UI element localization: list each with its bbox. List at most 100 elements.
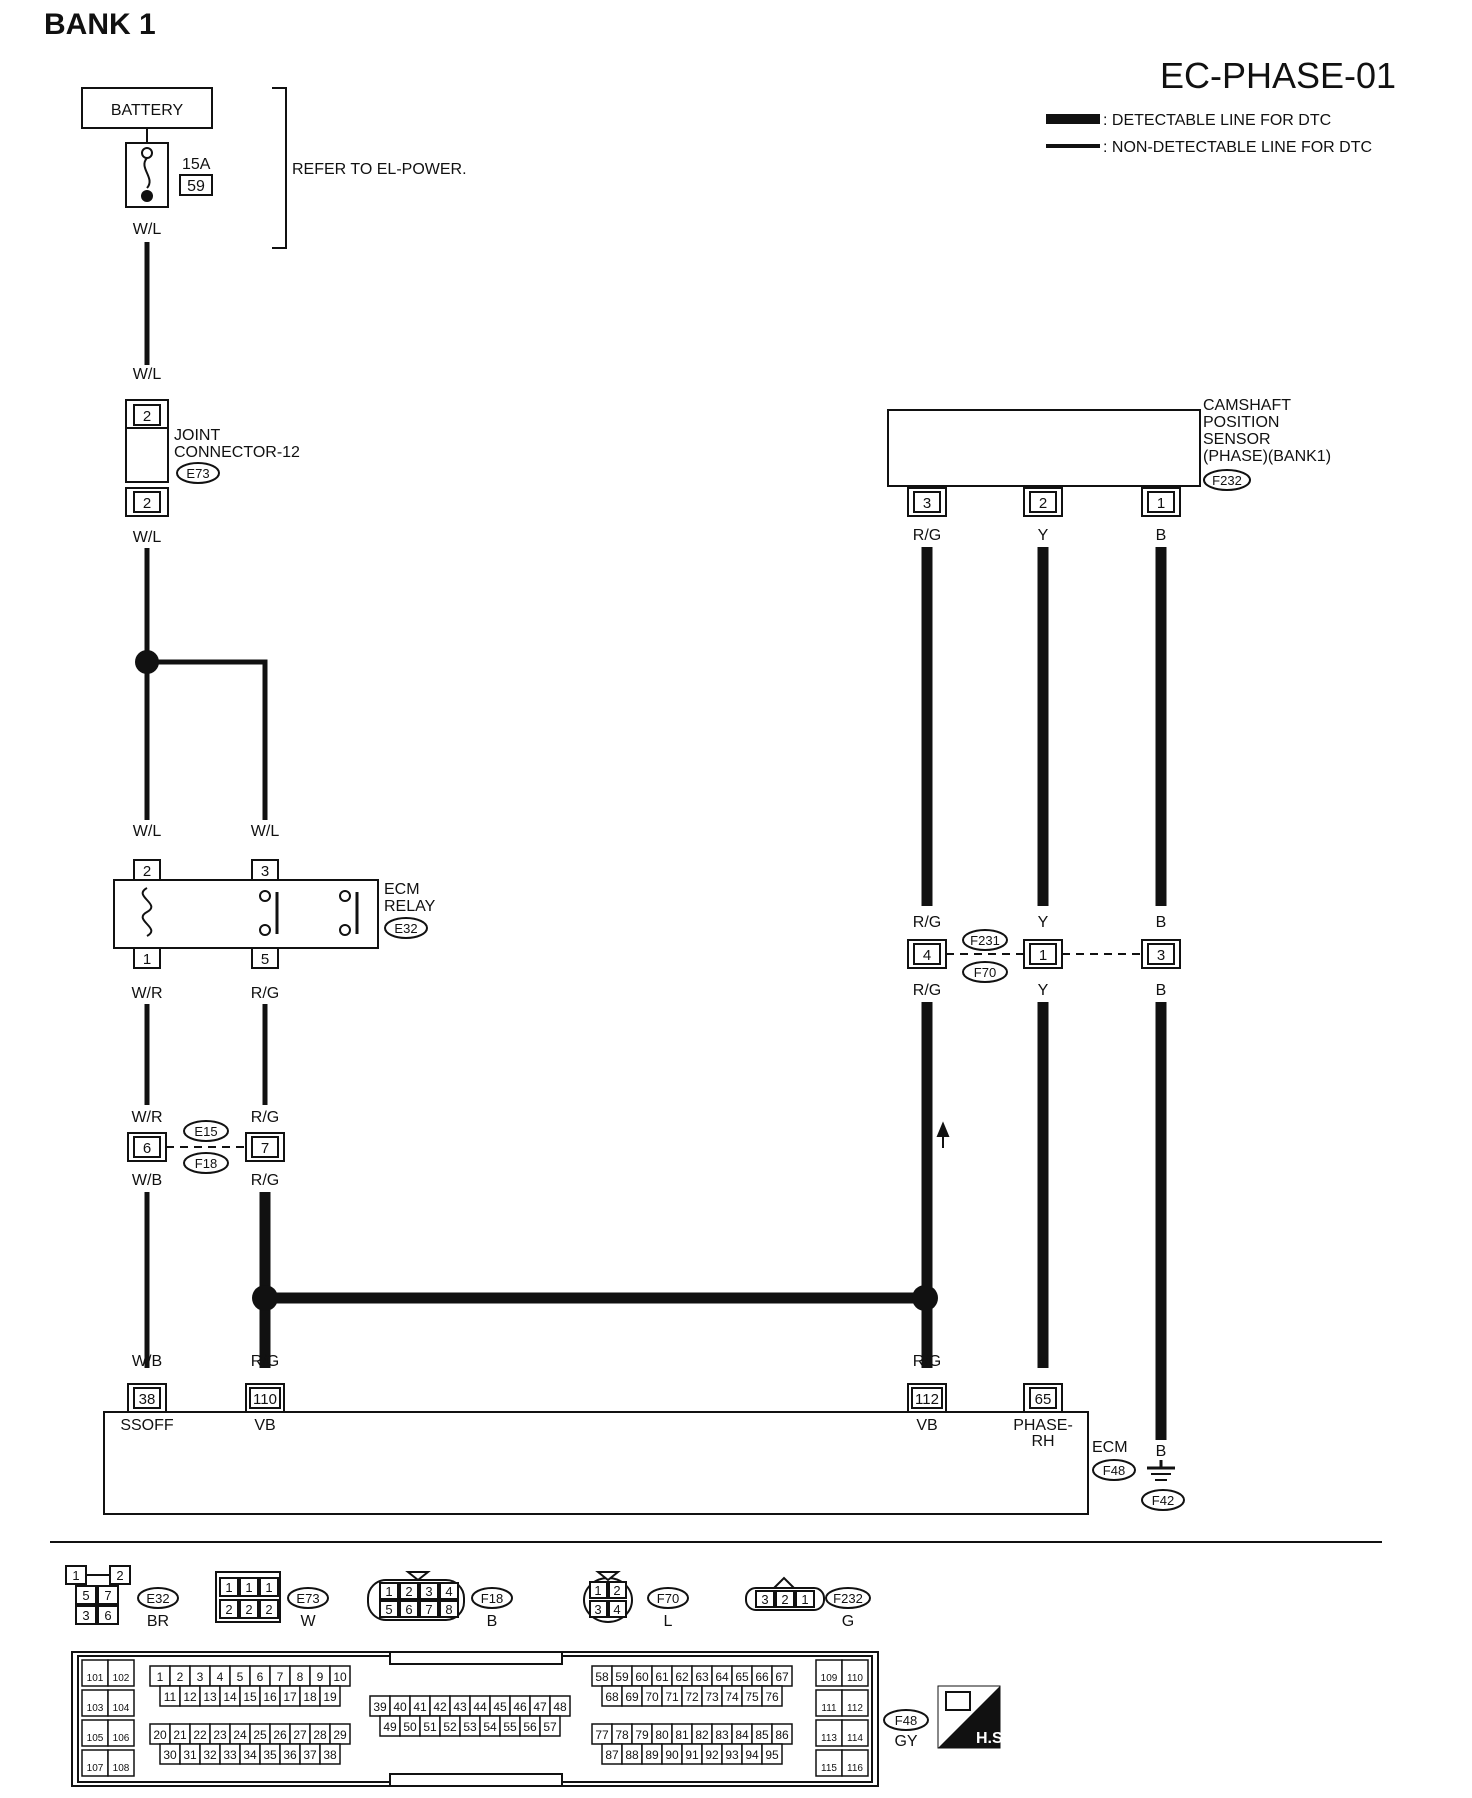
svg-text:7: 7 xyxy=(425,1602,432,1617)
pin-cell xyxy=(319,1743,341,1765)
joint-connector: 2 2 xyxy=(125,399,169,517)
svg-text:1: 1 xyxy=(594,1583,601,1598)
connector-id: E15 xyxy=(194,1124,217,1139)
connector-view-f18: 1 2 3 4 5 6 7 8 F18 B xyxy=(367,1571,513,1630)
pin-number: 65 xyxy=(735,1670,749,1684)
svg-text:4: 4 xyxy=(613,1602,620,1617)
pin-number: 45 xyxy=(493,1700,507,1714)
connector-pin: 65 xyxy=(1035,1391,1052,1408)
svg-text:1: 1 xyxy=(225,1580,232,1595)
legend-non-detectable: : NON-DETECTABLE LINE FOR DTC xyxy=(1103,139,1372,156)
svg-text:3: 3 xyxy=(82,1608,89,1623)
svg-text:1: 1 xyxy=(385,1584,392,1599)
pin-number: 33 xyxy=(223,1748,237,1762)
connector-pin: 1 xyxy=(143,951,151,968)
pin-number: 72 xyxy=(685,1690,699,1704)
pin-number: 59 xyxy=(615,1670,629,1684)
connector-pin: 1 xyxy=(1157,495,1165,512)
pin-number: 18 xyxy=(303,1690,317,1704)
pin-cell xyxy=(107,1689,135,1717)
connector-color: BR xyxy=(147,1613,169,1630)
pin-number: 15 xyxy=(243,1690,257,1704)
terminal-name: PHASE- xyxy=(1013,1417,1073,1434)
pin-number: 2 xyxy=(177,1670,184,1684)
sensor-name: SENSOR xyxy=(1203,431,1271,448)
wire-color: W/B xyxy=(132,1353,162,1370)
wire-color: R/G xyxy=(251,1172,279,1189)
svg-text:2: 2 xyxy=(265,1602,272,1617)
joint-name: CONNECTOR-12 xyxy=(174,444,300,461)
pin-number: 113 xyxy=(821,1733,837,1744)
connector-color: L xyxy=(664,1613,673,1630)
pin-number: 24 xyxy=(233,1728,247,1742)
pin-number: 73 xyxy=(705,1690,719,1704)
svg-text:2: 2 xyxy=(613,1583,620,1598)
connector-view-e73: 1 1 1 2 2 2 E73 W xyxy=(215,1571,329,1630)
pin-cell xyxy=(81,1719,109,1747)
wire-color: Y xyxy=(1038,982,1049,999)
pin-number: 93 xyxy=(725,1748,739,1762)
connector-view-e32: 1 2 5 7 3 6 E32 BR xyxy=(65,1565,179,1630)
wire-color: Y xyxy=(1038,527,1049,544)
pin-number: 68 xyxy=(605,1690,619,1704)
refer-note: REFER TO EL-POWER. xyxy=(292,161,467,178)
pin-number: 62 xyxy=(675,1670,689,1684)
pin-number: 91 xyxy=(685,1748,699,1762)
connector-pin: 5 xyxy=(261,951,269,968)
connector-id: E73 xyxy=(186,466,209,481)
connector-pin: 3 xyxy=(923,495,931,512)
pin-number: 80 xyxy=(655,1728,669,1742)
wire-color: W/L xyxy=(133,221,162,238)
pin-cell xyxy=(761,1743,783,1765)
pin-number: 35 xyxy=(263,1748,277,1762)
pin-number: 52 xyxy=(443,1720,457,1734)
wire-color: W/B xyxy=(132,1172,162,1189)
pin-cell xyxy=(815,1749,843,1777)
pin-cell xyxy=(539,1715,561,1737)
pin-number: 42 xyxy=(433,1700,447,1714)
svg-text:7: 7 xyxy=(104,1588,111,1603)
pin-number: 78 xyxy=(615,1728,629,1742)
connector-pin: 3 xyxy=(261,863,269,880)
pin-number: 9 xyxy=(317,1670,324,1684)
pin-number: 64 xyxy=(715,1670,729,1684)
wire-color: R/G xyxy=(913,1353,941,1370)
wire-color: R/G xyxy=(913,982,941,999)
pin-number: 108 xyxy=(113,1763,130,1774)
pin-number: 82 xyxy=(695,1728,709,1742)
bracket xyxy=(272,87,287,249)
relay-name: ECM xyxy=(384,881,420,898)
connector-id: E32 xyxy=(146,1591,169,1606)
wire-color: R/G xyxy=(913,914,941,931)
svg-text:2: 2 xyxy=(116,1568,123,1583)
legend-detectable: : DETECTABLE LINE FOR DTC xyxy=(1103,112,1331,129)
svg-text:5: 5 xyxy=(82,1588,89,1603)
pin-number: 56 xyxy=(523,1720,537,1734)
svg-text:1: 1 xyxy=(72,1568,79,1583)
pin-number: 74 xyxy=(725,1690,739,1704)
wire-color: B xyxy=(1156,982,1167,999)
pin-number: 30 xyxy=(163,1748,177,1762)
pin-number: 26 xyxy=(273,1728,287,1742)
wire-color: Y xyxy=(1038,914,1049,931)
pin-number: 20 xyxy=(153,1728,167,1742)
battery: BATTERY xyxy=(81,87,213,129)
svg-text:5: 5 xyxy=(385,1602,392,1617)
pin-cell xyxy=(841,1719,869,1747)
connector-id: F48 xyxy=(1103,1463,1125,1478)
connector-pin: 7 xyxy=(261,1140,269,1157)
wire-color: B xyxy=(1156,914,1167,931)
connector-id: F232 xyxy=(833,1591,863,1606)
pin-number: 31 xyxy=(183,1748,197,1762)
pin-number: 44 xyxy=(473,1700,487,1714)
wire-color: R/G xyxy=(251,1109,279,1126)
connector-color: GY xyxy=(894,1733,917,1750)
pin-number: 106 xyxy=(113,1733,130,1744)
pin-number: 67 xyxy=(775,1670,789,1684)
connector-id: F18 xyxy=(481,1591,503,1606)
pin-number: 86 xyxy=(775,1728,789,1742)
connector-pin: 2 xyxy=(143,408,151,425)
pin-number: 77 xyxy=(595,1728,609,1742)
relay-coil xyxy=(141,887,153,937)
